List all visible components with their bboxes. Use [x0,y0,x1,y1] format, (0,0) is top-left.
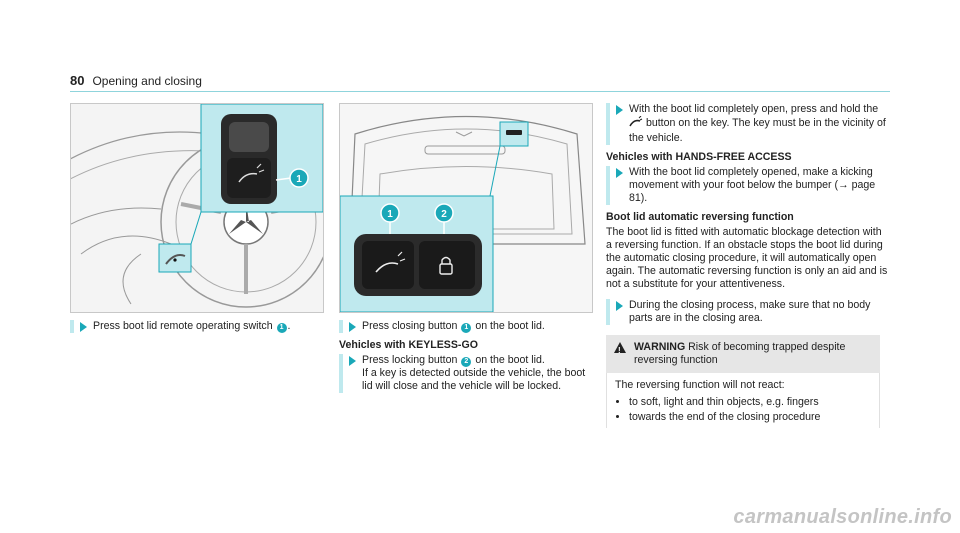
step-text-end: button on the key. The key must be in th… [629,117,886,144]
watermark: carmanualsonline.info [733,506,952,528]
step-highlight-bar [339,320,343,333]
warning-header: ! WARNING Risk of becoming trapped despi… [606,335,880,373]
step-text-end: on the boot lid. [475,320,545,332]
step-arrow-icon [349,356,356,366]
callout-badge-2: 2 [461,357,472,367]
step-highlight-bar [606,299,610,325]
callout-badge-1: 1 [276,323,287,333]
step-text: With the boot lid completely open, press… [629,103,879,115]
step-text: Press boot lid remote operating switch [93,320,273,332]
warning-box: ! WARNING Risk of becoming trapped despi… [606,335,880,428]
callout-2: 2 [441,209,447,220]
warning-intro: The reversing function will not react: [615,379,785,391]
step-hold-key-button: With the boot lid completely open, press… [606,103,890,145]
section-title: Opening and closing [92,74,202,88]
list-item: towards the end of the closing procedure [629,411,871,424]
callout-badge-1: 1 [461,323,472,333]
warning-triangle-icon: ! [614,342,626,355]
warning-title: Risk of becoming trapped despite reversi… [634,341,846,366]
step-text: With the boot lid completely opened, mak… [629,166,876,204]
column-2: Press closing button 1 on the boot lid. … [339,320,591,393]
step-press-remote-switch: Press boot lid remote operating switch 1… [70,320,322,333]
step-arrow-icon [616,168,623,178]
page-header: 80 Opening and closing [70,73,202,88]
step-arrow-icon [349,322,356,332]
step-arrow-icon [616,105,623,115]
step-press-locking-button: Press locking button 2 on the boot lid. … [339,354,591,393]
heading-reversing-function: Boot lid automatic reversing function [606,211,794,223]
step-note: If a key is detected outside the vehicle… [362,367,586,392]
header-rule [70,91,890,92]
step-text: Press closing button [362,320,458,332]
warning-label: WARNING [634,341,686,353]
callout-1: 1 [387,209,393,220]
callout-1: 1 [296,174,302,185]
warning-list: to soft, light and thin objects, e.g. fi… [615,396,871,424]
paragraph-reversing-function: The boot lid is fitted with automatic bl… [606,226,888,290]
column-1: Press boot lid remote operating switch 1… [70,320,322,333]
step-closing-area: During the closing process, make sure th… [606,299,890,325]
boot-lid-icon [629,115,643,132]
step-arrow-icon [616,301,623,311]
figure-boot-lid: 1 2 [339,103,593,313]
step-highlight-bar [606,166,610,205]
step-text-end: on the boot lid. [475,354,545,366]
heading-keyless-go: Vehicles with KEYLESS-GO [339,339,478,351]
step-text: Press locking button [362,354,458,366]
page-number: 80 [70,73,85,88]
step-highlight-bar [606,103,610,145]
step-press-closing-button: Press closing button 1 on the boot lid. [339,320,591,333]
step-highlight-bar [70,320,74,333]
step-highlight-bar [339,354,343,393]
step-text: During the closing process, make sure th… [629,299,871,324]
list-item: to soft, light and thin objects, e.g. fi… [629,396,871,409]
step-kicking-movement: With the boot lid completely opened, mak… [606,166,890,205]
step-text-end: . [287,320,291,332]
warning-body: The reversing function will not react: t… [606,373,880,428]
step-arrow-icon [80,322,87,332]
heading-hands-free-access: Vehicles with HANDS-FREE ACCESS [606,151,792,163]
figure-steering-wheel: 1 [70,103,324,313]
column-3: With the boot lid completely open, press… [606,103,890,428]
